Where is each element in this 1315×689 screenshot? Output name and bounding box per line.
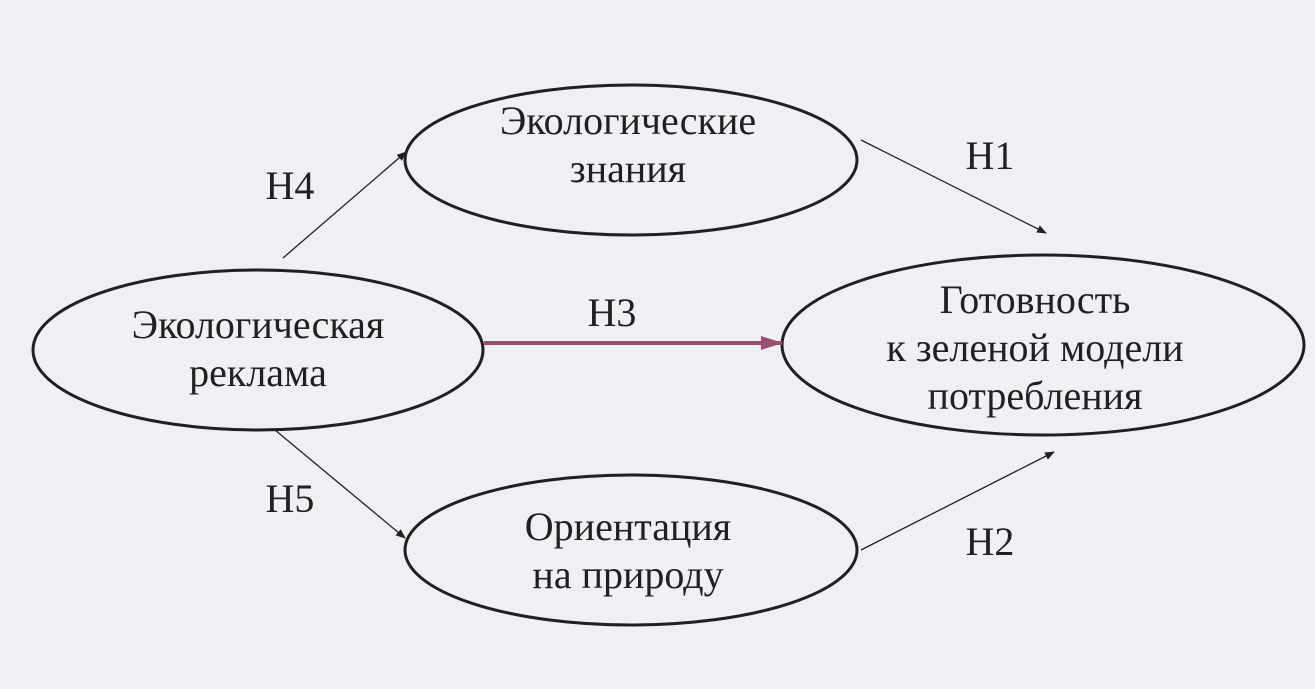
- edge-label-h1: H1: [966, 133, 1015, 178]
- edge-h4-arrow: [282, 151, 407, 259]
- edge-label-h5: H5: [266, 476, 315, 521]
- edge-h5-arrow: [274, 429, 406, 539]
- node-label-line: знания: [570, 146, 686, 191]
- node-label-line: к зеленой модели: [886, 325, 1183, 370]
- node-label-line: Экологическая: [132, 302, 385, 347]
- node-nature-orientation: Ориентация на природу: [403, 473, 859, 627]
- node-label-line: Экологические: [500, 98, 756, 143]
- edge-label-h4: H4: [266, 163, 315, 208]
- edge-label-h3: H3: [588, 290, 637, 335]
- node-label-line: на природу: [532, 552, 723, 597]
- node-label-line: Ориентация: [525, 504, 731, 549]
- node-label-line: потребления: [928, 373, 1143, 418]
- edge-h1-arrow: [860, 139, 1047, 234]
- node-label-line: Готовность: [940, 277, 1131, 322]
- node-label-line: реклама: [189, 350, 327, 395]
- node-green-consumption-readiness: Готовность к зеленой модели потребления: [780, 253, 1306, 437]
- edge-label-h2: H2: [966, 519, 1015, 564]
- edge-h2-arrow: [860, 451, 1055, 551]
- node-ecological-knowledge: Экологические знания: [403, 83, 859, 237]
- node-ecological-advertising: Экологическая реклама: [31, 268, 485, 432]
